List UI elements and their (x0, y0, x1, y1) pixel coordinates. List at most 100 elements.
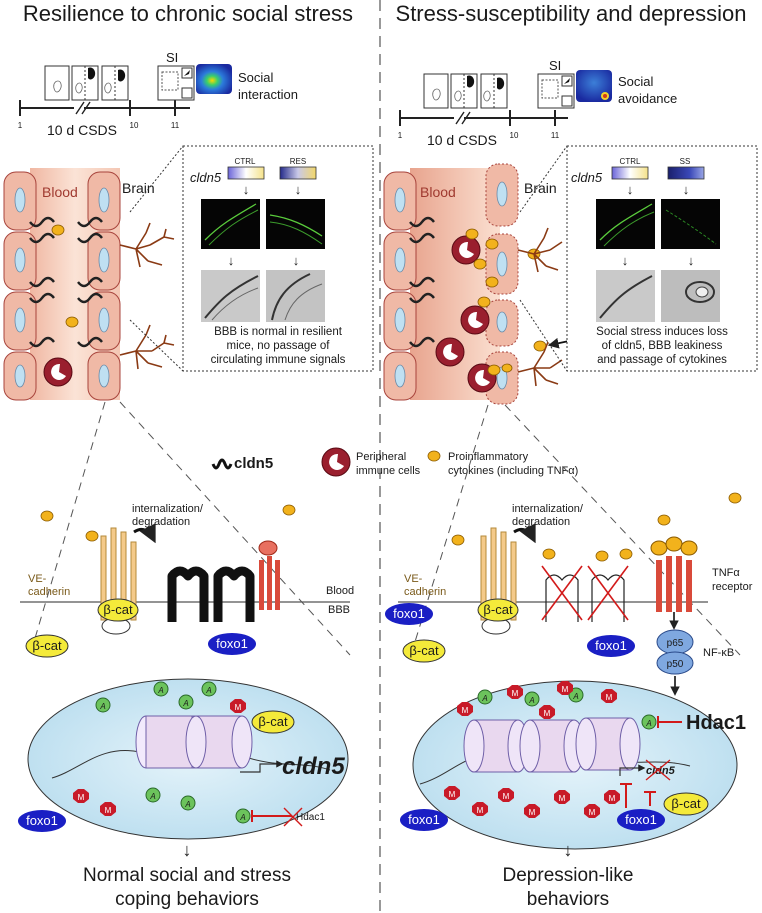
left-hdac1-inhibition: Hdac1 (251, 807, 325, 827)
left-bbb-label: BBB (328, 604, 350, 616)
left-title: Resilience to chronic social stress (23, 1, 353, 26)
left-cldn5-proteins (167, 566, 255, 622)
legend-cldn5-icon (211, 458, 233, 470)
right-astrocyte-2 (517, 341, 563, 387)
right-ss-label: SS (680, 157, 691, 166)
right-immune-cells (435, 235, 497, 393)
right-tnf-receptor (650, 536, 698, 612)
left-chromatin (51, 715, 331, 779)
svg-text:↓: ↓ (688, 253, 695, 268)
left-res-micrograph (266, 199, 325, 249)
left-res-bar (279, 166, 317, 180)
right-internalization-arrow (513, 523, 536, 544)
left-brain-label: Brain (122, 180, 155, 196)
left-heatmap (196, 64, 232, 94)
left-si-arena-icon (157, 65, 195, 101)
methyl-mark: M (477, 806, 484, 815)
left-methyl-marks: M M M (73, 699, 246, 816)
svg-text:↓: ↓ (295, 182, 302, 197)
methyl-mark: M (529, 808, 536, 817)
left-cytokine-2 (65, 316, 79, 328)
right-hdac1: A Hdac1 (641, 712, 746, 734)
svg-text:↓: ↓ (683, 182, 690, 197)
right-foxo1-bottom-label: foxo1 (408, 812, 440, 827)
methyl-mark: M (462, 706, 469, 715)
legend-immune-icon (321, 447, 351, 477)
left-internalization-2: degradation (132, 516, 190, 528)
acetyl-mark: A (481, 694, 487, 703)
left-internalization-1: internalization/ (132, 503, 204, 515)
right-day-1: 1 (398, 131, 403, 140)
right-gene-cross-b (645, 759, 671, 781)
right-caption-3: and passage of cytokines (597, 354, 727, 366)
acetyl-mark: A (205, 686, 211, 695)
legend-cldn5-label: cldn5 (234, 455, 273, 472)
right-foxo1-top-label: foxo1 (393, 606, 425, 621)
left-blood-label: Blood (42, 184, 78, 200)
left-inset-gene: cldn5 (190, 170, 222, 185)
left-blood-vessel (3, 168, 121, 401)
methyl-mark: M (562, 685, 569, 694)
left-foxo1-cytosol-label: foxo1 (216, 636, 248, 651)
svg-text:↓: ↓ (293, 253, 300, 268)
left-outcome-2: coping behaviors (115, 889, 259, 910)
left-bcat-nuclear: β-cat (251, 710, 295, 734)
acetyl-mark: A (645, 719, 651, 728)
methyl-mark: M (503, 792, 510, 801)
right-si-label: SI (549, 58, 561, 73)
acetyl-mark: A (157, 686, 163, 695)
left-down-arrow: ↓ (183, 840, 192, 860)
right-cytokines-top (451, 492, 742, 562)
right-lost-cldn5 (541, 565, 629, 622)
left-caption-3: circulating immune signals (211, 354, 346, 366)
left-bcat-membrane-label: β-cat (103, 602, 133, 617)
acetyl-mark: A (99, 702, 105, 711)
right-chromatin (419, 717, 691, 785)
right-bcat-nuclear: β-cat (663, 792, 709, 816)
left-inset: cldn5 CTRL RES ↓ ↓ ↓ ↓ BBB is normal i (129, 145, 374, 372)
right-day-11: 11 (551, 131, 560, 140)
right-title: Stress-susceptibility and depression (396, 1, 747, 26)
left-cytokines-top (40, 504, 296, 542)
right-csds-label: 10 d CSDS (427, 132, 497, 148)
legend: cldn5 Peripheral immune cells Proinflamm… (211, 447, 578, 477)
svg-text:↓: ↓ (243, 182, 250, 197)
left-tnf-receptor (258, 540, 280, 610)
left-day-1: 1 (18, 121, 23, 130)
right-inset: cldn5 CTRL SS ↓ ↓ ↓ ↓ Social stress indu… (519, 145, 758, 372)
acetyl-mark: A (149, 792, 155, 801)
left-foxo1-nuclear-label: foxo1 (26, 813, 58, 828)
svg-text:↓: ↓ (627, 182, 634, 197)
left-cage-2-icon (71, 65, 99, 101)
right-caption-1: Social stress induces loss (596, 326, 728, 338)
left-blood-side: Blood (326, 585, 354, 597)
acetyl-mark: A (239, 813, 245, 822)
legend-cyto-1: Proinflammatory (448, 451, 529, 463)
right-foxo1-mid-label: foxo1 (595, 638, 627, 653)
right-ss-micrograph (661, 199, 720, 249)
left-ctrl-label: CTRL (235, 157, 256, 166)
right-tnf-label-1: TNFα (712, 567, 740, 579)
acetyl-mark: A (184, 800, 190, 809)
left-ve-label-2: cadherin (28, 586, 70, 598)
methyl-mark: M (512, 689, 519, 698)
right-cytokines (465, 228, 547, 376)
right-heat-label-2: avoidance (618, 91, 677, 106)
left-timeline: 1 10 d CSDS 10 11 SI Soci (18, 50, 298, 138)
right-internalization-1: internalization/ (512, 503, 584, 515)
right-ctrl-label: CTRL (620, 157, 641, 166)
left-res-label: RES (290, 157, 306, 166)
left-ve-label-1: VE- (28, 573, 47, 585)
right-ctrl-em (596, 270, 655, 322)
left-ctrl-micrograph (201, 199, 260, 249)
left-foxo1-nuclear: foxo1 (18, 810, 66, 832)
methyl-mark: M (609, 794, 616, 803)
right-bcat-cytosol: β-cat (402, 639, 446, 663)
right-transcription-arrow (619, 764, 646, 776)
right-inset-gene: cldn5 (571, 170, 603, 185)
left-immune-cell (43, 357, 73, 387)
left-zoom-line-2 (119, 401, 351, 656)
right-hdac1-label: Hdac1 (686, 712, 746, 734)
acetyl-mark: A (572, 692, 578, 701)
